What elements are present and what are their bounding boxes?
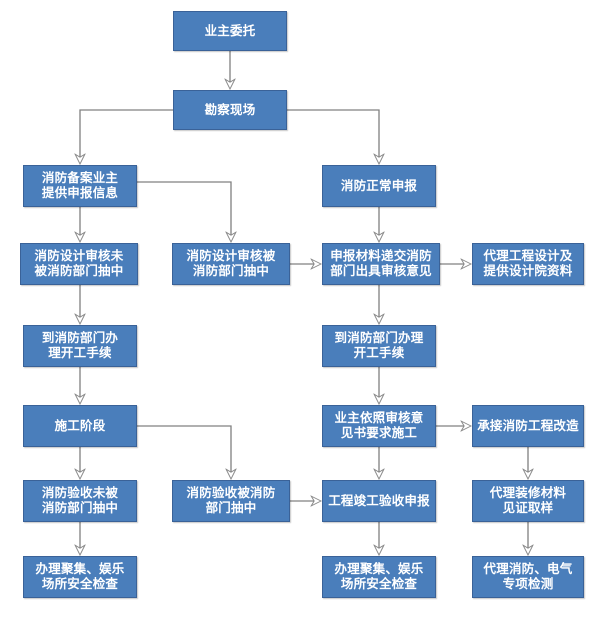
flow-node-label: 办理聚集、娱乐 场所安全检查: [35, 562, 125, 591]
flow-node-n4[interactable]: 消防正常申报: [322, 165, 436, 207]
flow-node-n10[interactable]: 到消防部门办理 开工手续: [322, 325, 436, 367]
flow-node-n9[interactable]: 到消防部门办 理开工手续: [23, 325, 137, 367]
flow-node-label: 到消防部门办理 开工手续: [334, 331, 424, 360]
flow-node-n6[interactable]: 消防设计审核被 消防部门抽中: [172, 243, 290, 285]
flow-node-n18[interactable]: 办理聚集、娱乐 场所安全检查: [23, 556, 137, 598]
flow-node-n14[interactable]: 消防验收未被 消防部门抽中: [23, 480, 137, 522]
connector-n2-n4: [287, 109, 379, 163]
flow-node-label: 施工阶段: [54, 418, 106, 433]
flow-node-label: 消防设计审核未 被消防部门抽中: [34, 249, 124, 278]
flow-node-label: 承接消防工程改造: [477, 418, 579, 433]
flow-node-n16[interactable]: 工程竣工验收申报: [322, 480, 436, 522]
flow-node-label: 业主委托: [204, 23, 256, 38]
flow-node-n11[interactable]: 施工阶段: [23, 405, 137, 447]
flow-node-label: 消防验收被消防 部门抽中: [186, 486, 276, 515]
flow-node-n13[interactable]: 承接消防工程改造: [472, 405, 584, 447]
flow-node-label: 代理消防、电气 专项检测: [483, 562, 573, 591]
flow-node-n3[interactable]: 消防备案业主 提供申报信息: [23, 165, 137, 207]
flow-node-n12[interactable]: 业主依照审核意 见书要求施工: [322, 405, 436, 447]
connector-n2-n3: [80, 109, 173, 163]
flow-node-n5[interactable]: 消防设计审核未 被消防部门抽中: [20, 243, 138, 285]
connector-n3-n6: [137, 181, 231, 241]
flow-node-label: 消防正常申报: [340, 178, 418, 193]
flow-node-label: 到消防部门办 理开工手续: [41, 331, 119, 360]
flow-node-n15[interactable]: 消防验收被消防 部门抽中: [172, 480, 290, 522]
flow-node-label: 业主依照审核意 见书要求施工: [334, 411, 424, 440]
flow-node-n2[interactable]: 勘察现场: [173, 90, 287, 130]
flow-node-label: 代理工程设计及 提供设计院资料: [483, 249, 573, 278]
flow-node-n8[interactable]: 代理工程设计及 提供设计院资料: [472, 243, 584, 285]
flow-node-n7[interactable]: 申报材料递交消防 部门出具审核意见: [322, 243, 440, 285]
flow-node-label: 消防验收未被 消防部门抽中: [41, 486, 119, 515]
connector-n11-n15: [137, 425, 231, 478]
flow-node-label: 办理聚集、娱乐 场所安全检查: [334, 562, 424, 591]
flow-node-label: 代理装修材料 见证取样: [489, 486, 567, 515]
flow-node-n17[interactable]: 代理装修材料 见证取样: [472, 480, 584, 522]
flow-node-n1[interactable]: 业主委托: [173, 11, 287, 51]
flow-node-label: 消防设计审核被 消防部门抽中: [186, 249, 276, 278]
flow-node-label: 消防备案业主 提供申报信息: [41, 171, 119, 200]
flow-node-label: 工程竣工验收申报: [328, 493, 430, 508]
flow-node-label: 申报材料递交消防 部门出具审核意见: [330, 249, 432, 278]
flow-node-n20[interactable]: 代理消防、电气 专项检测: [472, 556, 584, 598]
flow-node-label: 勘察现场: [204, 102, 256, 117]
flow-node-n19[interactable]: 办理聚集、娱乐 场所安全检查: [322, 556, 436, 598]
